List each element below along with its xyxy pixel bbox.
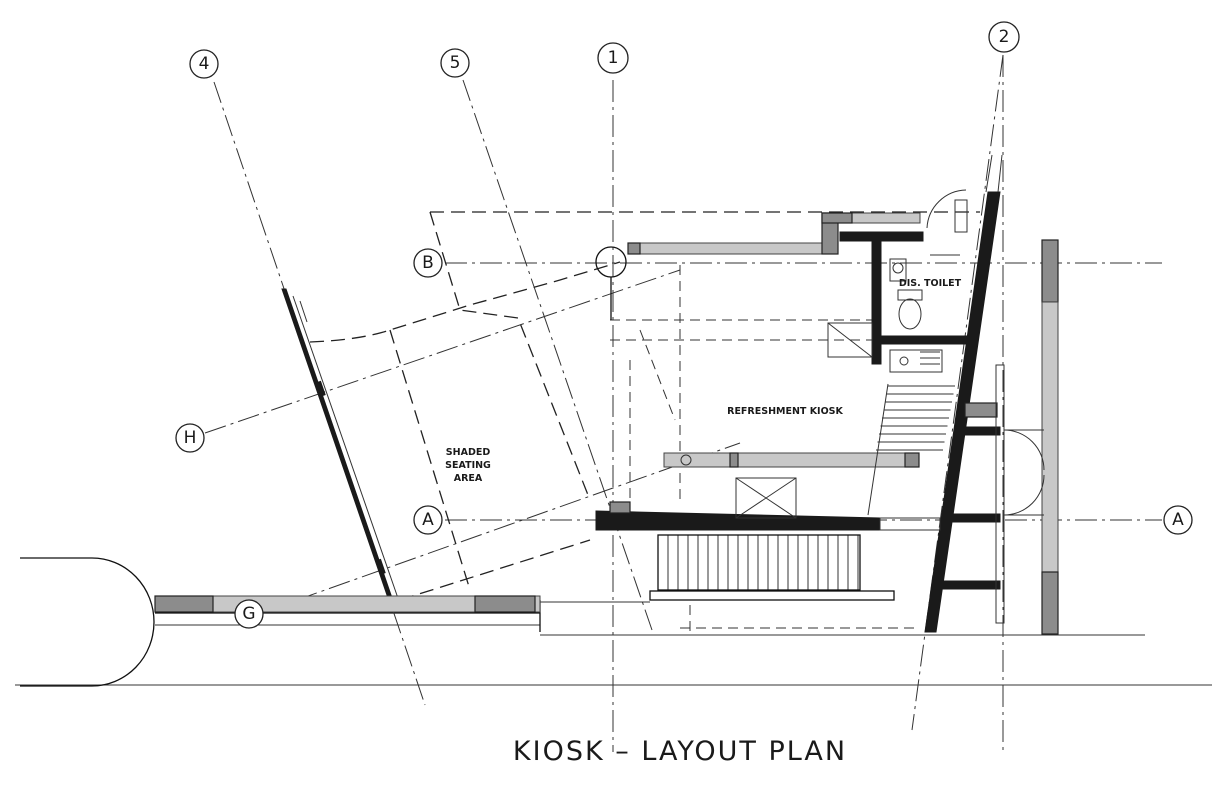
room-label-seating-1: SHADED (446, 447, 491, 458)
grid-bubble-b-label: B (422, 253, 434, 273)
grid-bubble-b: B (413, 248, 443, 278)
grid-bubble-5-label: 5 (450, 53, 461, 73)
room-label-seating-2: SEATING (445, 460, 491, 471)
column (595, 246, 627, 278)
grid-bubble-2-label: 2 (999, 27, 1010, 47)
room-label-toilet: DIS. TOILET (899, 278, 962, 289)
room-label-kiosk: REFRESHMENT KIOSK (727, 406, 843, 417)
toilet-enclosure (839, 189, 969, 373)
stairs-upper (867, 383, 955, 516)
grid-bubble-5: 5 (440, 48, 470, 78)
grid-bubble-a-left-label: A (422, 510, 434, 530)
grid-bubble-a-right: A (1163, 505, 1193, 535)
right-wall (995, 239, 1059, 635)
grid-bubble-h-label: H (184, 428, 197, 448)
grid-bubble-g: G (234, 599, 264, 629)
stairs-lower (657, 534, 861, 591)
top-wall (627, 212, 921, 255)
grid-lines (204, 54, 1162, 752)
lower-wall (154, 595, 541, 613)
grid-bubble-g-label: G (242, 604, 255, 624)
grid-bubble-a-right-label: A (1172, 510, 1184, 530)
grid-bubble-a-left: A (413, 505, 443, 535)
grid-bubble-1: 1 (597, 42, 629, 74)
stair-outline (657, 534, 861, 591)
rounded-end-outline (20, 557, 155, 687)
grid-bubble-h: H (175, 423, 205, 453)
main-slanted-wall (924, 154, 1003, 633)
room-label-seating-3: AREA (454, 473, 483, 484)
drawing-title: KIOSK – LAYOUT PLAN (513, 736, 847, 767)
stair-stringer (867, 383, 889, 516)
kiosk-counter (595, 322, 941, 531)
grid-bubble-4-label: 4 (199, 54, 210, 74)
grid-bubble-1-label: 1 (608, 48, 619, 68)
seating-wall (281, 288, 401, 605)
grid-bubble-2: 2 (988, 21, 1020, 53)
grid-bubble-4: 4 (189, 49, 219, 79)
